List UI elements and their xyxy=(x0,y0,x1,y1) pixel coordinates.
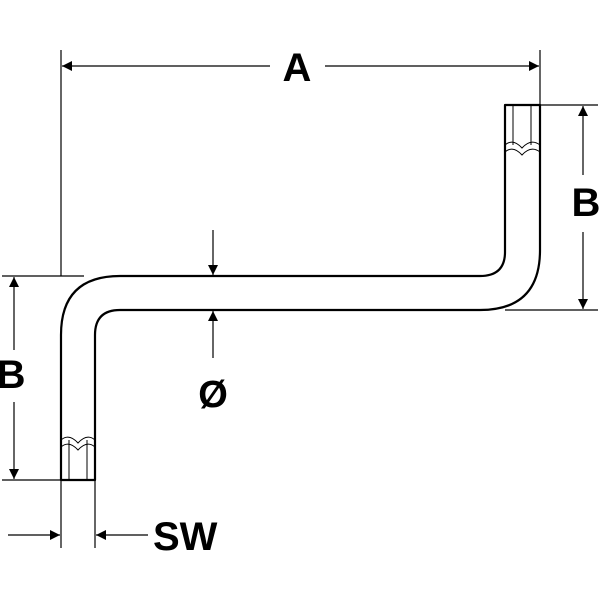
dimension-label-b-left: B xyxy=(0,353,25,397)
dimension-b-right: B xyxy=(505,104,600,311)
wrench-body xyxy=(59,103,542,482)
dimension-label-diameter: Ø xyxy=(198,374,228,416)
wrench-outline-outer xyxy=(59,103,542,482)
right-hex-end xyxy=(504,104,541,156)
dimension-b-left: B xyxy=(0,275,84,481)
dimension-label-a: A xyxy=(283,46,312,90)
left-hex-end xyxy=(60,436,96,481)
dimension-a: A xyxy=(60,46,541,276)
dimension-diameter: Ø xyxy=(198,230,228,416)
dimension-label-sw: SW xyxy=(153,515,218,559)
dimension-sw: SW xyxy=(8,480,218,559)
dimension-label-b-right: B xyxy=(572,181,600,225)
